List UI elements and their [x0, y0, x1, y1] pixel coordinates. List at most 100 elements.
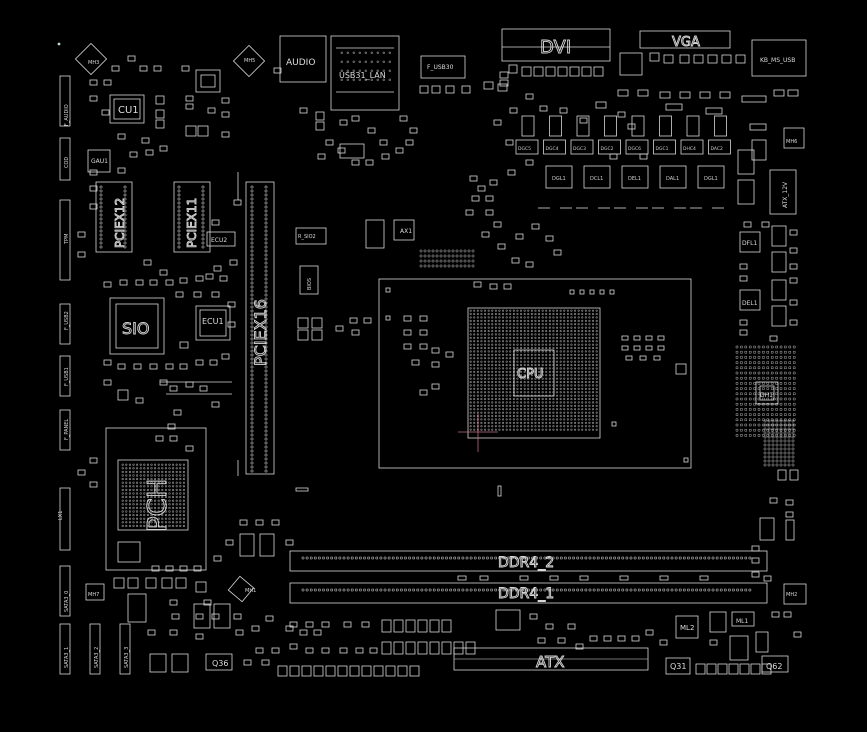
- ddr4-1-slot: [289, 582, 768, 604]
- bottom-cap: [695, 663, 706, 675]
- smd-part: [599, 289, 605, 295]
- smd-part: [89, 481, 98, 488]
- bottom-cap: [728, 663, 739, 675]
- smd-part: [221, 111, 230, 118]
- smd-part: [395, 147, 404, 154]
- smd-part: [149, 363, 158, 370]
- smd-part: [273, 67, 282, 74]
- dgc-choke: [549, 115, 562, 137]
- f-usb-header: [420, 55, 466, 79]
- smd-part: [243, 659, 252, 666]
- smd-part: [203, 599, 212, 606]
- ax1-label: AX1: [400, 228, 412, 235]
- smd-part: [195, 275, 204, 282]
- component-outline: [193, 603, 211, 629]
- rear-io-parts: [619, 52, 643, 76]
- pch-label: PCH: [143, 479, 173, 532]
- rear-io-parts: [569, 66, 580, 77]
- smd-part: [77, 251, 86, 258]
- smd-part: [155, 109, 165, 119]
- bottom-cap: [289, 665, 300, 677]
- rear-io-parts: [693, 54, 704, 64]
- smd-part: [559, 107, 568, 114]
- rear-io-parts: [707, 54, 718, 64]
- smd-part: [179, 341, 189, 349]
- smd-part: [749, 123, 767, 131]
- smd-part: [699, 575, 709, 581]
- pad-array: [735, 345, 796, 437]
- smd-part: [699, 91, 711, 99]
- f-audio-label: F_AUDIO: [64, 104, 70, 126]
- smd-part: [317, 153, 326, 160]
- smd-part: [207, 107, 216, 114]
- atx-12v-connector: [769, 169, 797, 215]
- smd-part: [529, 613, 538, 620]
- edge-header: [59, 303, 71, 345]
- smd-part: [361, 621, 370, 628]
- smd-part: [185, 103, 194, 110]
- smd-part: [265, 615, 274, 622]
- smd-part: [185, 381, 194, 388]
- smd-part: [515, 233, 524, 240]
- smd-part: [299, 265, 319, 295]
- smd-part: [611, 421, 617, 427]
- smd-part: [165, 565, 174, 572]
- smd-part: [77, 469, 86, 476]
- smd-part: [557, 637, 566, 644]
- smd-part: [119, 279, 128, 286]
- smd-part: [575, 643, 584, 650]
- mosfet: [737, 179, 755, 205]
- smd-part: [167, 423, 176, 430]
- smd-part: [461, 85, 471, 94]
- mh6-label: MH6: [786, 139, 797, 145]
- smd-part: [507, 169, 516, 176]
- smd-part: [739, 275, 748, 282]
- smd-part: [227, 321, 236, 328]
- smd-part: [135, 397, 144, 404]
- rear-io-parts: [508, 64, 518, 74]
- smd-part: [211, 291, 220, 298]
- smd-part: [603, 635, 612, 642]
- smd-part: [493, 221, 502, 228]
- kb-ms-usb-label: KB_MS_USB: [760, 57, 795, 64]
- bottom-cap: [393, 619, 404, 633]
- bottom-cap: [706, 663, 717, 675]
- f-usb-label: F_USB30: [427, 64, 454, 71]
- smd-part: [305, 621, 314, 628]
- pad-array: [763, 419, 795, 467]
- smd-part: [419, 85, 429, 94]
- smd-part: [159, 145, 168, 152]
- rear-io-parts: [735, 54, 746, 64]
- dgl-label-text: DCL1: [590, 176, 603, 182]
- cpu-center-cavity: [513, 349, 555, 397]
- smd-part: [531, 223, 540, 230]
- lx1-label: LX1: [58, 511, 64, 520]
- rear-io-parts: [581, 66, 592, 77]
- dgc-label-text: DGC5: [518, 146, 531, 152]
- smd-part: [325, 139, 334, 146]
- bottom-cap: [313, 665, 324, 677]
- smd-part: [489, 179, 498, 186]
- bottom-cap: [465, 641, 476, 655]
- smd-part: [221, 131, 230, 138]
- dfl1-inductor: [739, 231, 761, 253]
- smd-part: [127, 577, 139, 589]
- smd-part: [403, 329, 412, 336]
- smd-part: [155, 95, 165, 105]
- smd-part: [411, 359, 420, 366]
- smd-part: [625, 355, 633, 361]
- smd-part: [631, 635, 640, 642]
- smd-part: [445, 85, 455, 94]
- dh1-label: DH1: [760, 392, 773, 399]
- smd-part: [627, 123, 636, 130]
- smd-part: [261, 659, 270, 666]
- smd-part: [153, 65, 162, 72]
- bottom-cap: [373, 665, 384, 677]
- smd-part: [233, 613, 242, 620]
- smd-part: [199, 385, 208, 392]
- smd-part: [351, 159, 360, 166]
- smd-part: [403, 343, 412, 350]
- smd-part: [445, 351, 454, 358]
- smd-part: [289, 643, 298, 650]
